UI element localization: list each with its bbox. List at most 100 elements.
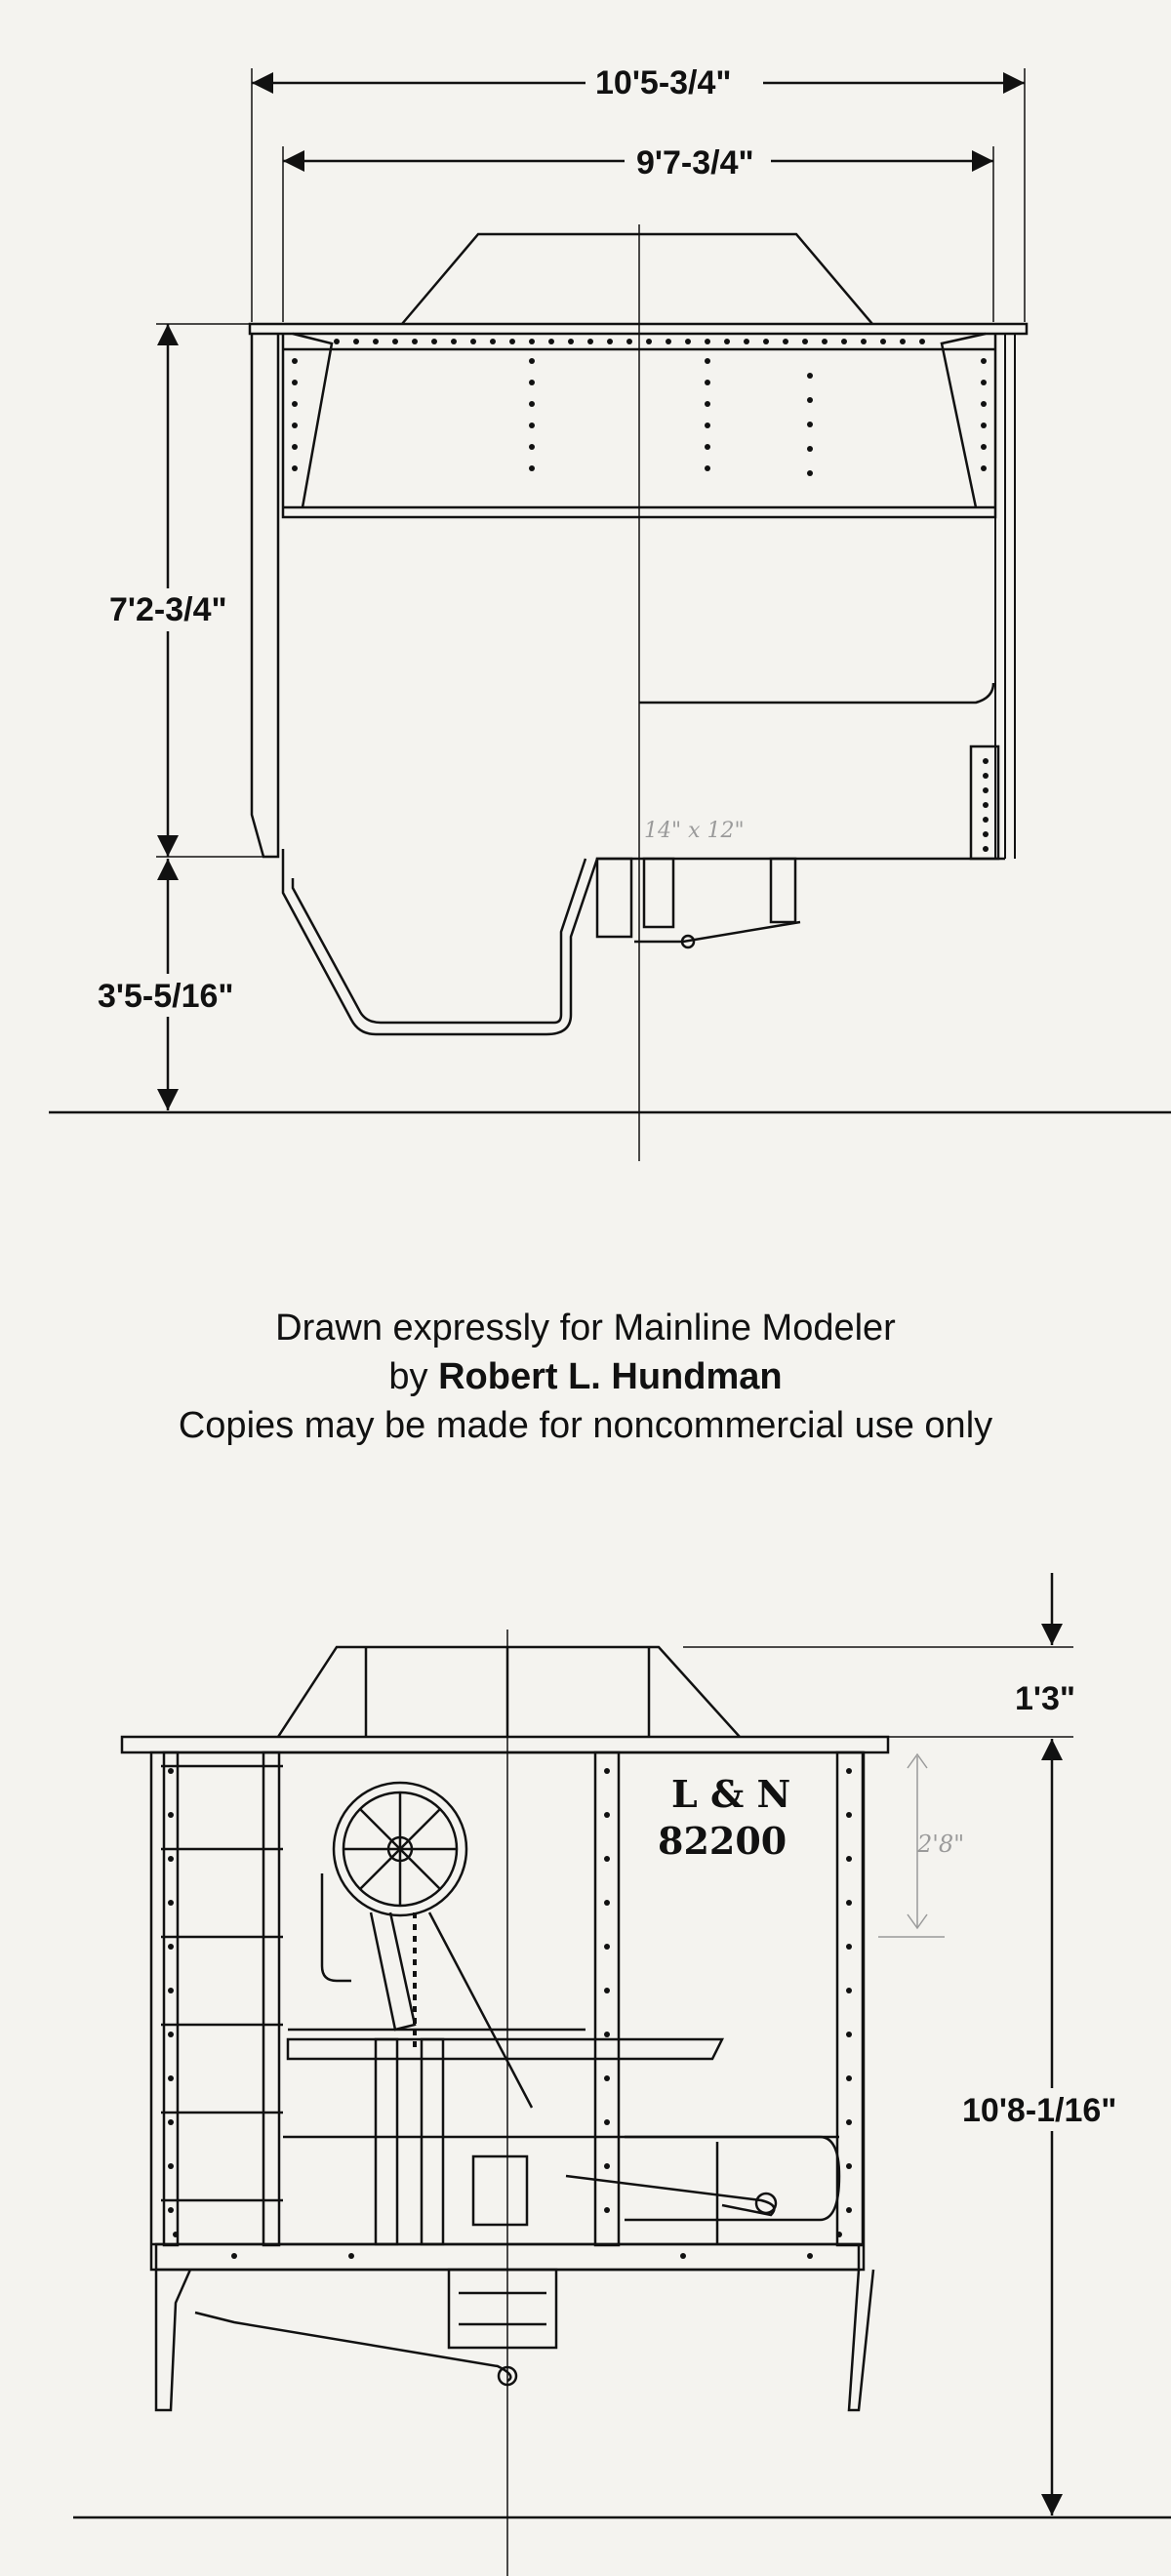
car-reporting-mark: L & N: [671, 1772, 790, 1816]
credit-author: Robert L. Hundman: [438, 1356, 783, 1397]
rivet: [604, 2163, 610, 2169]
pencil-dimension-note: [878, 1752, 945, 1938]
rivet: [981, 423, 987, 428]
rivet: [846, 1988, 852, 1993]
rivet: [168, 2207, 174, 2213]
rivet: [705, 444, 710, 450]
rivet: [604, 1900, 610, 1906]
rivet: [981, 401, 987, 407]
rivet: [292, 401, 298, 407]
rivet: [807, 470, 813, 476]
rivet: [392, 339, 398, 344]
rivet: [807, 373, 813, 379]
hatch-height-dim-label: 1'3": [1015, 1680, 1075, 1717]
credit-by: by: [388, 1356, 439, 1397]
rivet-pattern-top: [292, 339, 989, 852]
rivet: [604, 2032, 610, 2037]
rivet: [900, 339, 906, 344]
rivet: [431, 339, 437, 344]
rivet: [168, 2119, 174, 2125]
pencil-note-side: 2'8": [916, 1831, 964, 1858]
pencil-note-top: 14" x 12": [644, 819, 745, 843]
side-elevation-view: [73, 1630, 1171, 2576]
rivet: [822, 339, 828, 344]
car-number: 82200: [658, 1819, 787, 1863]
rivet: [353, 339, 359, 344]
rivet: [983, 802, 989, 808]
rivet: [983, 831, 989, 837]
rivet: [705, 358, 710, 364]
rivet: [529, 339, 535, 344]
rivet: [983, 846, 989, 852]
rivet-pattern-side: [168, 1768, 852, 2259]
rivet: [168, 1944, 174, 1950]
rivet: [587, 339, 593, 344]
rivet: [981, 465, 987, 471]
rivet: [529, 401, 535, 407]
rivet: [763, 339, 769, 344]
rivet: [348, 2253, 354, 2259]
rivet: [807, 397, 813, 403]
rivet: [846, 1812, 852, 1818]
rivet: [168, 1812, 174, 1818]
rivet: [529, 380, 535, 385]
rivet: [807, 422, 813, 427]
rivet: [919, 339, 925, 344]
rivet: [846, 2207, 852, 2213]
rivet: [983, 773, 989, 779]
rivet: [604, 1988, 610, 1993]
rivet: [846, 1856, 852, 1862]
rivet: [173, 2232, 179, 2237]
rivet: [168, 1988, 174, 1993]
rivet: [548, 339, 554, 344]
lower-height-dim-label: 3'5-5/16": [98, 978, 234, 1015]
rivet: [846, 2032, 852, 2037]
rivet: [705, 401, 710, 407]
rivet: [373, 339, 379, 344]
rivet: [529, 444, 535, 450]
rivet: [412, 339, 418, 344]
rivet: [529, 423, 535, 428]
rivet: [846, 1944, 852, 1950]
rivet: [529, 358, 535, 364]
rivet: [292, 358, 298, 364]
credit-line-3: Copies may be made for noncommercial use…: [178, 1405, 993, 1446]
rivet: [604, 1768, 610, 1774]
rivet: [983, 787, 989, 793]
rivet: [705, 339, 710, 344]
credit-line-1: Drawn expressly for Mainline Modeler: [275, 1308, 896, 1348]
rivet: [983, 817, 989, 823]
rivet: [705, 423, 710, 428]
rivet: [607, 339, 613, 344]
rivet: [983, 758, 989, 764]
rivet: [685, 339, 691, 344]
rivet: [470, 339, 476, 344]
rivet: [231, 2253, 237, 2259]
end-elevation-view: [49, 68, 1171, 1161]
rivet: [846, 2119, 852, 2125]
rivet: [807, 446, 813, 452]
rivet: [846, 1900, 852, 1906]
rivet: [802, 339, 808, 344]
rivet: [334, 339, 340, 344]
rivet: [783, 339, 788, 344]
rivet: [568, 339, 574, 344]
rivet: [509, 339, 515, 344]
overall-width-dim-label: 10'5-3/4": [595, 64, 732, 101]
inner-width-dim-label: 9'7-3/4": [636, 144, 754, 181]
rivet: [604, 2207, 610, 2213]
rivet: [604, 1856, 610, 1862]
rivet: [846, 2163, 852, 2169]
rivet: [292, 380, 298, 385]
rivet: [705, 380, 710, 385]
rivet: [168, 2163, 174, 2169]
rivet: [292, 465, 298, 471]
dimension-lines-top: [156, 72, 1025, 1110]
rivet: [807, 2253, 813, 2259]
rivet: [168, 1900, 174, 1906]
rivet: [744, 339, 749, 344]
rivet: [490, 339, 496, 344]
body-height-dim-label: 7'2-3/4": [109, 591, 227, 628]
rivet: [846, 1768, 852, 1774]
